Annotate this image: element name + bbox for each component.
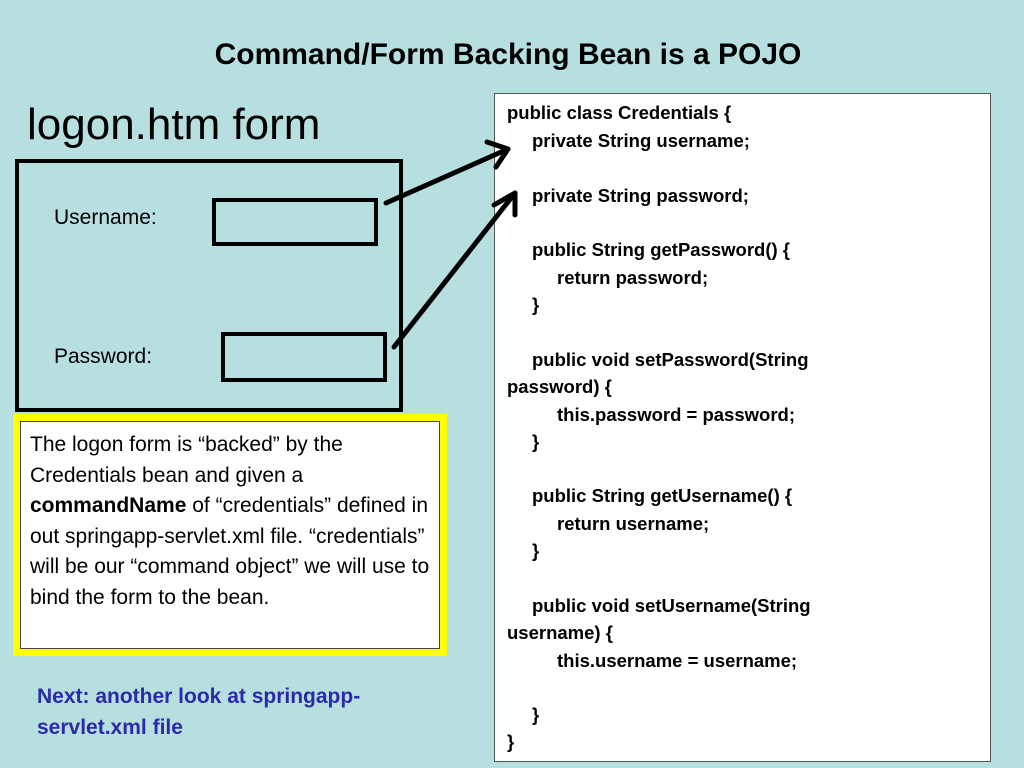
next-note: Next: another look at springapp-servlet.…	[37, 685, 361, 739]
code-line: this.password = password;	[557, 404, 795, 425]
code-line: public void setPassword(String	[532, 349, 809, 370]
code-panel: public class Credentials { private Strin…	[494, 93, 991, 762]
code-line: private String password;	[532, 185, 749, 206]
logon-form-mockup: Username: Password:	[15, 159, 403, 412]
code-line: }	[532, 704, 540, 725]
password-arrowhead-icon	[491, 190, 518, 218]
code-line: private String username;	[532, 130, 750, 151]
code-line: public String getUsername() {	[532, 485, 793, 506]
slide-title: Command/Form Backing Bean is a POJO	[214, 38, 802, 71]
username-binding-arrow	[383, 146, 511, 206]
password-label: Password:	[54, 345, 153, 368]
username-label: Username:	[54, 206, 157, 229]
description-command-name: commandName	[30, 494, 187, 517]
code-line: return password;	[557, 267, 709, 288]
code-line: }	[532, 294, 540, 315]
code-line: public void setUsername(String	[532, 595, 811, 616]
code-line: public String getPassword() {	[532, 239, 790, 260]
password-input[interactable]	[221, 332, 387, 382]
description-callout: The logon form is “backed” by the Creden…	[13, 414, 447, 656]
code-line: public class Credentials {	[507, 102, 732, 123]
code-line: }	[532, 540, 540, 561]
code-line: }	[532, 431, 540, 452]
password-binding-arrow	[391, 190, 518, 350]
username-input[interactable]	[212, 198, 378, 246]
code-line: return username;	[557, 513, 710, 534]
username-arrowhead-icon	[484, 139, 511, 170]
form-heading: logon.htm form	[27, 100, 321, 149]
code-line: }	[507, 731, 515, 752]
description-part1: The logon form is “backed” by the Creden…	[30, 433, 343, 487]
code-line: username) {	[507, 622, 613, 643]
description-text: The logon form is “backed” by the Creden…	[20, 421, 440, 649]
description-part2: of “credentials” defined in out springap…	[30, 494, 430, 609]
code-line: this.username = username;	[557, 650, 798, 671]
code-line: password) {	[507, 376, 612, 397]
